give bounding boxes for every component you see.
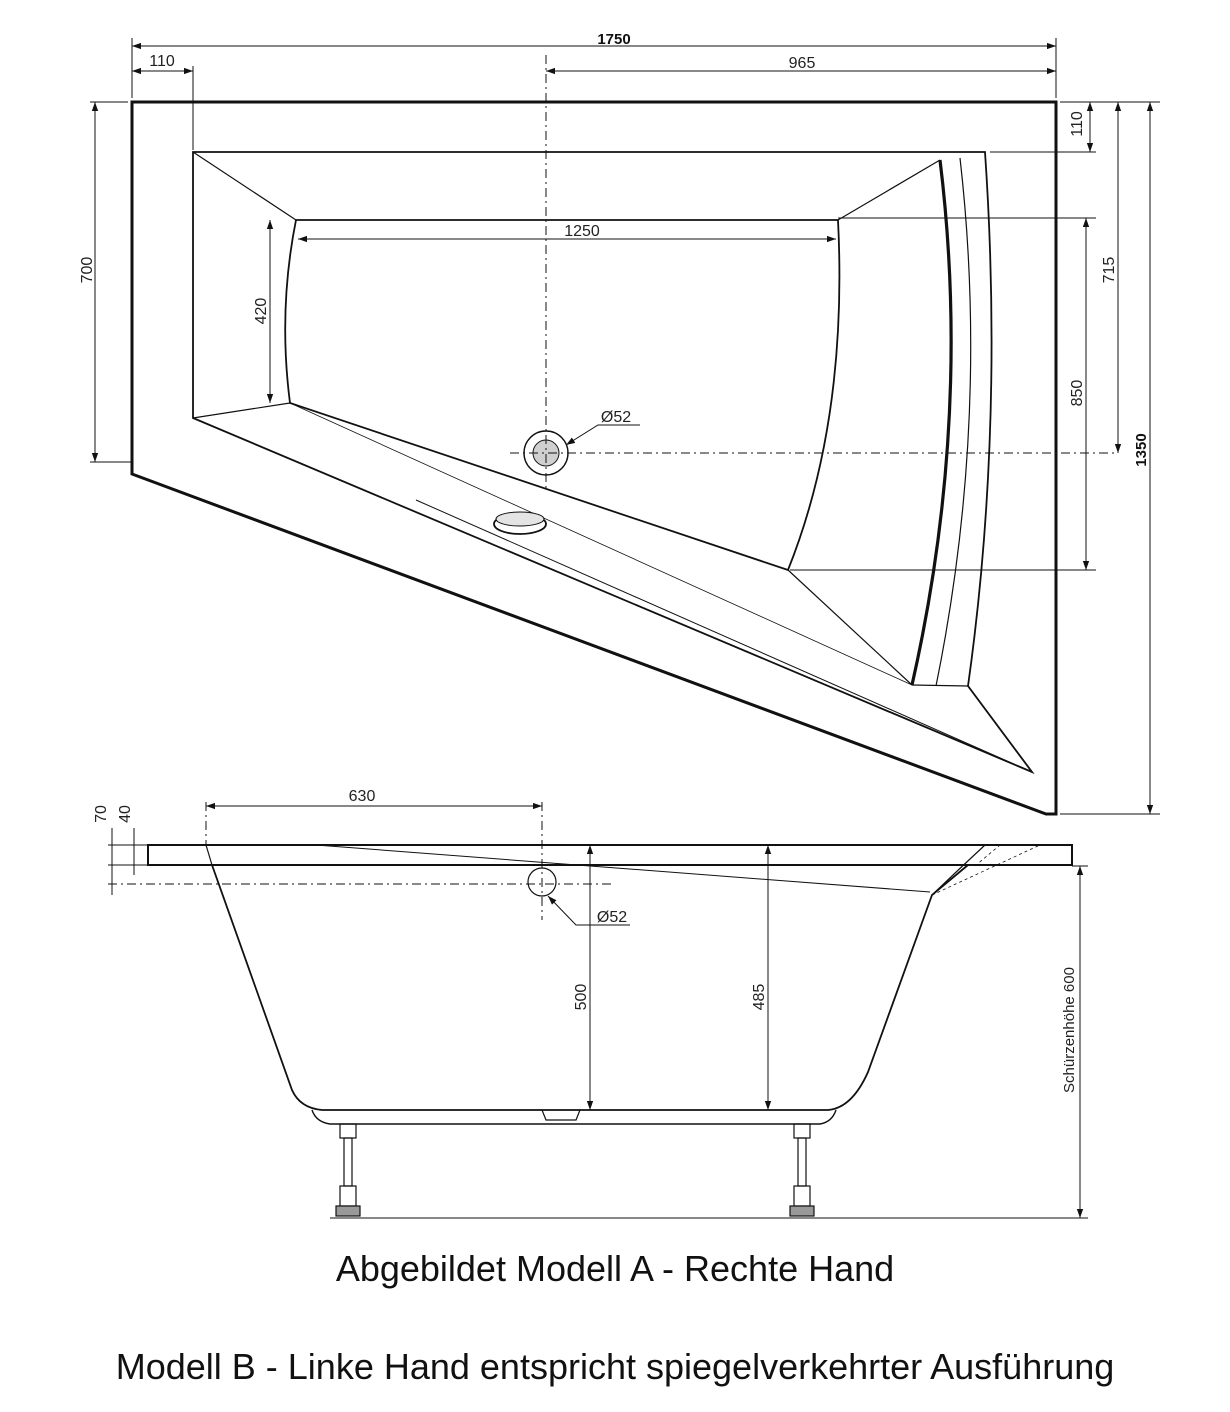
dim-rim-top: 110	[1069, 111, 1086, 137]
dim-depth-485: 485	[751, 984, 768, 1011]
top-view-dimensions	[90, 38, 1160, 815]
dim-rim-left: 110	[149, 53, 175, 70]
dim-drain-diameter-top: Ø52	[601, 409, 631, 426]
dim-inner-length: 1250	[564, 223, 600, 240]
tub-body	[211, 864, 969, 1111]
dim-drain-to-top: 715	[1101, 257, 1118, 284]
dim-rim-40: 40	[117, 805, 134, 823]
dim-total-depth: 1350	[1133, 433, 1150, 466]
leg-right	[789, 1123, 815, 1217]
side-view-dimensions	[108, 802, 1088, 1218]
rim-inner-contour	[192, 151, 1035, 775]
dim-right-inner-height: 850	[1069, 380, 1086, 407]
tub-base	[311, 1109, 837, 1125]
caption-model-a: Abgebildet Modell A - Rechte Hand	[335, 1248, 895, 1289]
caption-model-b: Modell B - Linke Hand entspricht spiegel…	[115, 1346, 1115, 1387]
dim-left-height: 700	[79, 257, 96, 284]
tub-outer-contour	[130, 100, 1058, 816]
leg-left	[335, 1123, 361, 1217]
rim-slab	[147, 844, 1073, 866]
bathtub-technical-drawing: 1750 110 965 700 1250 420 110 715 850 13…	[79, 31, 1160, 1219]
top-view	[130, 55, 1118, 816]
dim-drain-to-right: 965	[789, 55, 816, 72]
dim-rim-70: 70	[93, 805, 110, 823]
dim-drain-diameter-side: Ø52	[597, 909, 627, 926]
top-view-labels: 1750 110 965 700 1250 420 110 715 850 13…	[79, 31, 1150, 467]
dim-apron-height: Schürzenhöhe 600	[1061, 967, 1078, 1093]
dim-drain-offset-side: 630	[349, 788, 376, 805]
side-view	[108, 802, 1088, 1219]
basin-floor	[284, 219, 841, 572]
side-view-labels: 630 70 40 Ø52 500 485 Schürzenhöhe 600	[93, 788, 1078, 1093]
dim-inner-depth-left: 420	[253, 298, 270, 325]
dim-total-width: 1750	[597, 31, 630, 48]
dim-depth-500: 500	[573, 984, 590, 1011]
